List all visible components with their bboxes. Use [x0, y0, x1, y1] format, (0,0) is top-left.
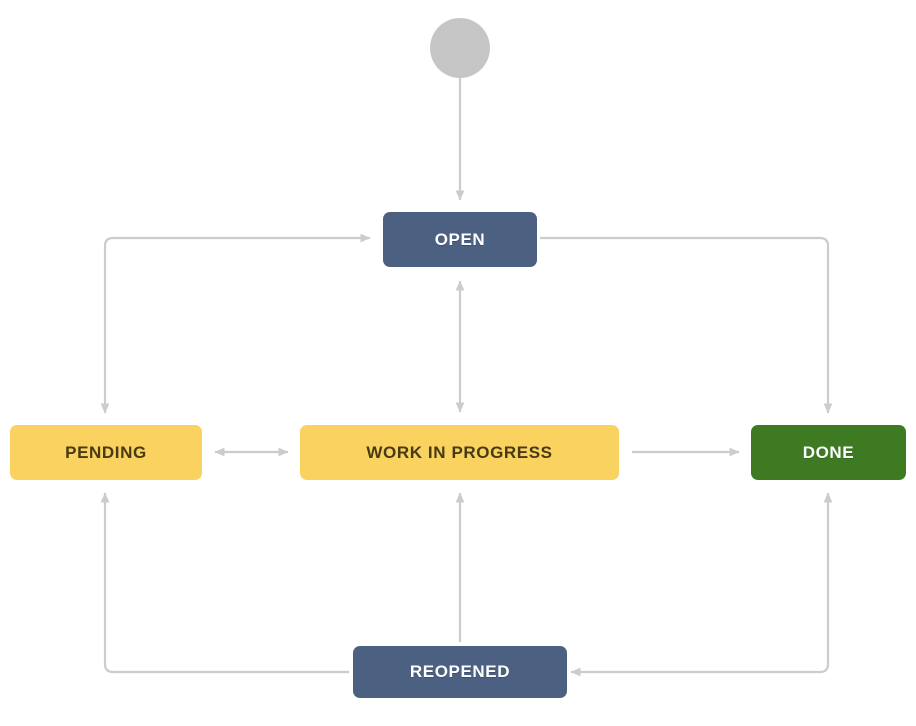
node-done[interactable]: DONE: [751, 425, 906, 480]
node-reopened-label: REOPENED: [409, 662, 511, 681]
node-work-in-progress-label: WORK IN PROGRESS: [366, 442, 553, 462]
node-reopened[interactable]: REOPENED: [353, 646, 567, 698]
edge-open-to-pending: [100, 233, 371, 414]
node-pending-label: PENDING: [65, 442, 147, 462]
edge-done-to-reopened: [570, 492, 833, 677]
node-done-label: DONE: [802, 442, 855, 462]
node-pending[interactable]: PENDING: [10, 425, 202, 480]
node-open-label: OPEN: [434, 229, 486, 249]
edge-open-to-done: [540, 236, 833, 414]
node-start-circle[interactable]: [430, 18, 490, 78]
node-work-in-progress[interactable]: WORK IN PROGRESS: [300, 425, 619, 480]
node-open[interactable]: OPEN: [383, 212, 537, 267]
edge-reopened-to-pending: [100, 492, 349, 674]
